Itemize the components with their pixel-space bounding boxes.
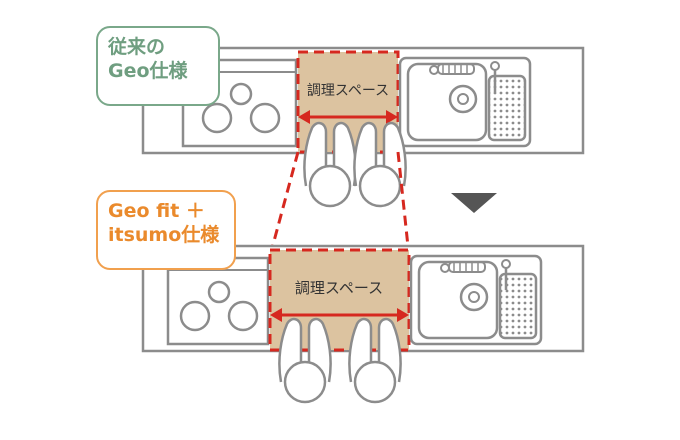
top-space-label: 調理スペース xyxy=(307,83,389,99)
conventional-label-line1: 従来の xyxy=(108,36,166,58)
top-kitchen: 調理スペース xyxy=(141,46,585,208)
bottom-double-arrow-icon xyxy=(270,308,409,322)
bottom-space-label: 調理スペース xyxy=(295,279,383,297)
bottom-sink-icon xyxy=(409,254,543,346)
top-double-arrow-icon xyxy=(298,110,398,124)
new-label-line2: itsumo仕様 xyxy=(108,224,220,246)
new-label-line1: Geo fit ＋ xyxy=(108,200,205,222)
conventional-spec-label: 従来の Geo仕様 xyxy=(96,26,220,106)
bottom-person-left-icon xyxy=(278,317,332,404)
connector-left xyxy=(268,151,300,257)
bottom-stove-icon xyxy=(166,256,270,346)
down-arrow-icon xyxy=(451,193,497,213)
top-person-left-icon xyxy=(303,121,357,208)
top-sink-icon xyxy=(398,56,532,148)
connector-right xyxy=(396,151,411,257)
conventional-label-line2: Geo仕様 xyxy=(108,60,188,82)
bottom-person-right-icon xyxy=(348,317,402,404)
new-spec-label: Geo fit ＋ itsumo仕様 xyxy=(96,190,236,270)
